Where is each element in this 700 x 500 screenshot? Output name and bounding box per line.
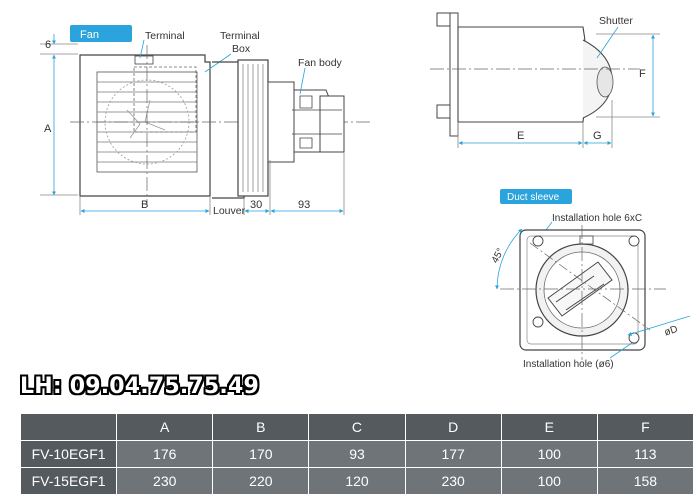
- table-cell: 220: [212, 467, 310, 495]
- duct-sleeve-view: Duct sleeve Installation hole 6xC 45° øD…: [490, 189, 691, 370]
- terminal-box-label-1: Terminal: [220, 30, 260, 42]
- terminal-label: Terminal: [145, 30, 185, 42]
- dim-G-label: G: [593, 130, 602, 142]
- fan-side-view: Fan body 30 93 Louver: [212, 57, 345, 217]
- table-row: FV-10EGF1 176 170 93 177 100 113: [19, 440, 695, 468]
- table-cell: 113: [596, 440, 695, 468]
- shutter-label: Shutter: [599, 15, 633, 27]
- dim-6-label: 6: [45, 39, 51, 51]
- table-cell: 93: [308, 440, 406, 468]
- install-hole-6xc-label: Installation hole 6xC: [552, 213, 642, 224]
- table-cell: 230: [116, 467, 214, 495]
- table-cell: 100: [500, 440, 598, 468]
- table-row: FV-15EGF1 230 220 120 230 100 158: [19, 467, 695, 495]
- duct-sleeve-tab: [500, 189, 572, 204]
- table-header-row: A B C D E F: [19, 413, 695, 441]
- table-header-cell: A: [116, 413, 214, 441]
- install-hole-o6-label: Installation hole (ø6): [523, 359, 614, 370]
- dim-F-label: F: [639, 68, 646, 80]
- table-corner-cell: [19, 413, 118, 441]
- table-header-cell: D: [404, 413, 502, 441]
- table-cell: 176: [116, 440, 214, 468]
- dimension-table: A B C D E F FV-10EGF1 176 170 93 177 100…: [19, 413, 695, 495]
- table-header-cell: F: [596, 413, 695, 441]
- table-cell: 158: [596, 467, 695, 495]
- fan-front-view: Fan 6 A: [40, 25, 370, 215]
- fan-tab-label: Fan: [80, 29, 99, 41]
- technical-drawing: Fan 6 A: [40, 12, 691, 370]
- angle-45-label: 45°: [490, 247, 507, 266]
- dim-A-label: A: [44, 123, 52, 135]
- table-cell: 230: [404, 467, 502, 495]
- dim-93-label: 93: [298, 199, 310, 211]
- table-header-cell: C: [308, 413, 406, 441]
- duct-sleeve-tab-label: Duct sleeve: [507, 192, 560, 203]
- table-cell: 120: [308, 467, 406, 495]
- table-cell: 170: [212, 440, 310, 468]
- dia-D-label: øD: [663, 324, 679, 339]
- louver-label: Louver: [213, 205, 246, 217]
- dim-30-label: 30: [250, 199, 262, 211]
- fan-body-label: Fan body: [298, 57, 343, 69]
- fan-tab: [70, 25, 132, 42]
- dim-E-label: E: [517, 130, 524, 142]
- model-cell: FV-10EGF1: [19, 440, 118, 468]
- table-cell: 100: [500, 467, 598, 495]
- table-header-cell: E: [500, 413, 598, 441]
- model-cell: FV-15EGF1: [19, 467, 118, 495]
- table-header-cell: B: [212, 413, 310, 441]
- terminal-box-label-2: Box: [232, 43, 251, 55]
- duct-side-view: Shutter F E G: [430, 12, 660, 148]
- dim-B-label: B: [141, 199, 148, 211]
- table-cell: 177: [404, 440, 502, 468]
- contact-phone: LH: 09.04.75.75.49: [20, 374, 259, 399]
